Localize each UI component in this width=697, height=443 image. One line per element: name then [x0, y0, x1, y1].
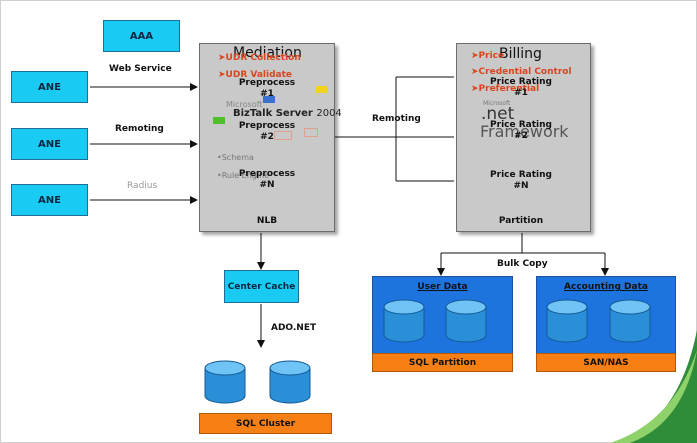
step-name: Preprocess: [238, 169, 296, 179]
step-name: Preprocess: [238, 121, 296, 131]
billing-item-price: ➤Price: [471, 51, 504, 61]
accounting-data-title: Accounting Data: [564, 282, 648, 292]
mediation-item-udr-validate: ➤UDR Validate: [218, 70, 292, 80]
sql-partition-bar: SQL Partition: [372, 353, 513, 372]
step-index: #2: [514, 131, 528, 141]
ane-box-3: ANE: [11, 184, 88, 216]
billing-item-label: Credential Control: [478, 67, 572, 77]
dotnet-text: .net: [481, 104, 515, 124]
web-service-label: Web Service: [109, 64, 172, 74]
billing-item-preferential: ➤Preferential: [471, 84, 539, 94]
ane-box-1: ANE: [11, 71, 88, 103]
mediation-schema: •Schema: [217, 153, 254, 162]
aaa-box: AAA: [103, 20, 180, 52]
step-name: Price Rating: [490, 77, 552, 87]
mediation-item-udr-collection: ➤UDR Collection: [218, 53, 301, 63]
dotnet-microsoft-text: Microsoft: [483, 100, 511, 107]
biztalk-year: 2004: [316, 108, 342, 119]
mediation-step-n: Preprocess#N: [222, 169, 312, 191]
center-cache-label: Center Cache: [227, 281, 296, 292]
red-bullet-icon: ➤: [218, 53, 226, 63]
sql-partition-label: SQL Partition: [408, 357, 477, 368]
step-name: Price Rating: [490, 170, 552, 180]
logo-block-green: [213, 117, 225, 124]
remoting-left-label: Remoting: [115, 124, 164, 134]
logo-block-outline: [274, 131, 292, 140]
sql-cluster-bar: SQL Cluster: [199, 413, 332, 434]
center-cache-box: Center Cache: [224, 270, 299, 303]
ane-label-3: ANE: [38, 194, 61, 206]
aaa-label: AAA: [129, 30, 154, 42]
radius-label: Radius: [127, 181, 158, 191]
mediation-item-label: UDR Validate: [225, 70, 293, 80]
ado-net-label: ADO.NET: [271, 323, 317, 333]
billing-title: Billing: [499, 46, 542, 62]
mediation-rule-engine: •Rule Engine: [217, 171, 270, 180]
decorative-swoosh-icon: [610, 330, 697, 443]
red-bullet-icon: ➤: [218, 70, 226, 80]
step-index: #1: [514, 88, 528, 98]
ane-box-2: ANE: [11, 128, 88, 160]
mediation-footer: NLB: [256, 216, 278, 226]
remoting-connector: [335, 76, 454, 182]
database-icon: [546, 299, 588, 343]
database-icon: [383, 299, 425, 343]
red-bullet-icon: ➤: [471, 67, 479, 77]
rule-engine-label: Rule Engine: [221, 171, 270, 180]
step-index: #2: [260, 132, 274, 142]
user-data-title: User Data: [417, 282, 468, 292]
database-icon: [609, 299, 651, 343]
framework-text: Framework: [480, 122, 569, 141]
logo-block-blue: [263, 96, 275, 103]
billing-footer: Partition: [498, 216, 544, 226]
mediation-item-label: UDR Collection: [225, 53, 301, 63]
biztalk-text: BizTalk Server 2004: [233, 108, 342, 119]
ane-label-2: ANE: [38, 138, 61, 150]
bulk-copy-connector: [441, 233, 605, 254]
remoting-mid-label: Remoting: [372, 114, 421, 124]
biztalk-microsoft-text: Microsoft: [226, 100, 263, 109]
mediation-box: [199, 43, 335, 232]
billing-step-1: Price Rating#1: [476, 77, 566, 99]
step-index: #N: [513, 181, 529, 191]
mediation-step-1: Preprocess#1: [222, 78, 312, 100]
billing-step-2: Price Rating#2: [476, 120, 566, 142]
bulk-copy-label: Bulk Copy: [497, 259, 548, 269]
san-nas-bar: SAN/NAS: [536, 353, 676, 372]
step-index: #N: [259, 180, 275, 190]
mediation-step-2: Preprocess#2: [222, 121, 312, 143]
mediation-title: Mediation: [233, 45, 302, 61]
san-nas-label: SAN/NAS: [583, 357, 629, 368]
step-name: Price Rating: [490, 120, 552, 130]
database-icon: [204, 360, 246, 404]
billing-item-credential: ➤Credential Control: [471, 67, 572, 77]
step-index: #1: [260, 89, 274, 99]
logo-block-outline: [304, 128, 318, 137]
red-bullet-icon: ➤: [471, 51, 479, 61]
biztalk-main: BizTalk Server: [233, 108, 313, 119]
logo-block-yellow: [316, 86, 327, 93]
billing-box: [456, 43, 591, 232]
step-name: Preprocess: [238, 78, 296, 88]
database-icon: [445, 299, 487, 343]
schema-label: Schema: [221, 153, 254, 162]
database-icon: [269, 360, 311, 404]
billing-item-label: Preferential: [478, 84, 540, 94]
red-bullet-icon: ➤: [471, 84, 479, 94]
sql-cluster-label: SQL Cluster: [235, 418, 296, 429]
ane-label-1: ANE: [38, 81, 61, 93]
billing-step-n: Price Rating#N: [476, 170, 566, 192]
billing-item-label: Price: [478, 51, 505, 61]
